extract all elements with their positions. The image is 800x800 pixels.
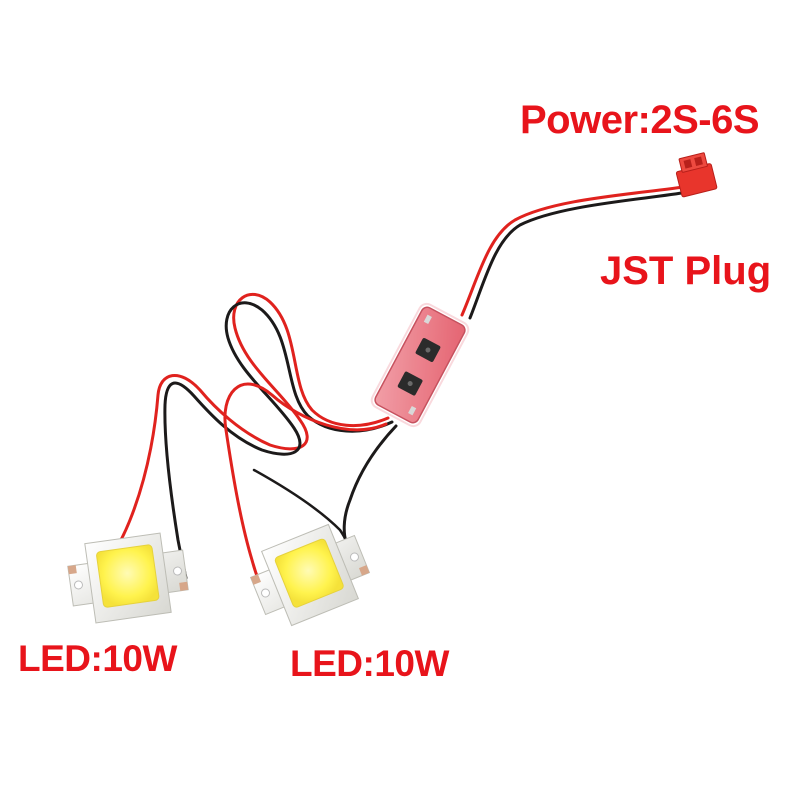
led-chip-icon (249, 523, 371, 627)
led-right-label: LED:10W (290, 643, 449, 684)
input-wires (460, 184, 692, 320)
power-label: Power:2S-6S (520, 98, 760, 142)
output-wires (98, 292, 398, 604)
driver-board-icon (370, 302, 470, 428)
jst-plug-label: JST Plug (600, 249, 772, 293)
led-chip-icon (67, 532, 189, 624)
led-left-label: LED:10W (18, 638, 177, 679)
jst-plug-icon (675, 152, 718, 198)
